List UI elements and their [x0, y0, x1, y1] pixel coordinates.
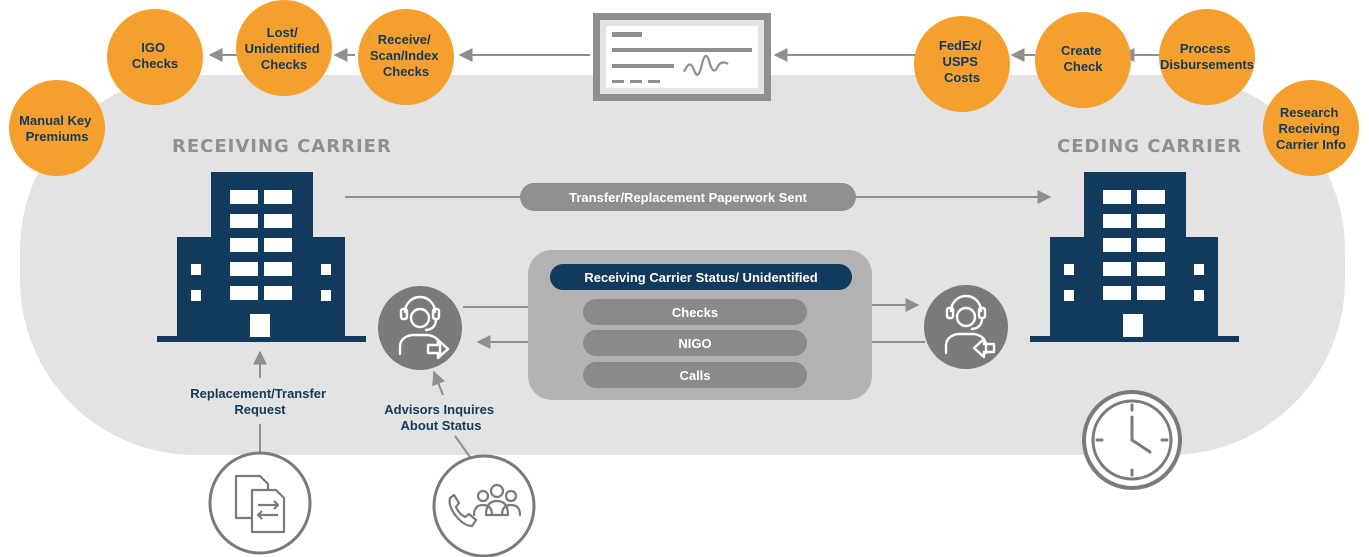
- step-manual-key-premiums: Manual Key Premiums: [9, 80, 105, 176]
- step-receive-scan-index-checks: Receive/ Scan/Index Checks: [358, 9, 454, 105]
- step-label-line: Create: [1061, 43, 1101, 58]
- step-label-line: Premiums: [26, 129, 89, 144]
- clock-icon: [1082, 390, 1182, 490]
- step-igo-checks: IGO Checks: [107, 9, 203, 105]
- receiving-carrier-title: RECEIVING CARRIER: [172, 136, 392, 157]
- step-label-line: IGO: [141, 40, 165, 55]
- paperwork-sent-arrow: Transfer/Replacement Paperwork Sent: [345, 183, 1052, 211]
- phone-group-icon: [432, 454, 536, 557]
- svg-text:IGO Checks: IGO Checks: [132, 40, 178, 71]
- step-label-line: Scan/Index: [370, 48, 439, 63]
- headset-agent-icon: [378, 286, 462, 370]
- step-label-line: Check: [1063, 59, 1103, 74]
- step-label-line: Disbursements: [1160, 57, 1254, 72]
- step-label-line: Receiving: [1278, 121, 1339, 136]
- step-label-line: Manual Key: [19, 113, 92, 128]
- step-label-line: Checks: [132, 56, 178, 71]
- status-connectors: [463, 298, 925, 349]
- status-item-nigo: NIGO: [678, 336, 711, 351]
- step-label-line: Process: [1180, 41, 1231, 56]
- status-panel-header: Receiving Carrier Status/ Unidentified: [584, 270, 817, 285]
- status-item-checks: Checks: [672, 305, 718, 320]
- headset-agent-icon: [924, 285, 1008, 369]
- receiving-carrier-building-icon: [157, 172, 366, 342]
- ceding-carrier-building-icon: [1030, 172, 1239, 342]
- check-icon: [593, 13, 771, 101]
- step-process-disbursements: Process Disbursements: [1159, 9, 1255, 105]
- step-research-receiving-carrier-info: Research Receiving Carrier Info: [1263, 80, 1359, 176]
- label-line: Request: [234, 402, 286, 417]
- svg-text:Research Receiving: Research Receiving Carrier Info: [1276, 105, 1346, 152]
- step-label-line: Lost/: [267, 25, 298, 40]
- paperwork-sent-label: Transfer/Replacement Paperwork Sent: [569, 190, 807, 205]
- ceding-side-steps: FedEx/ USPS Costs Create Check Process D…: [914, 9, 1359, 176]
- label-line: Replacement/Transfer: [190, 386, 326, 401]
- receiving-side-steps: IGO Checks Lost/ Unidentified Checks Rec…: [9, 0, 454, 176]
- replacement-request-label: Replacement/Transfer Request: [190, 386, 329, 417]
- label-line: About Status: [401, 418, 482, 433]
- step-label-line: Unidentified: [245, 41, 320, 56]
- step-lost-unidentified-checks: Lost/ Unidentified Checks: [236, 0, 332, 96]
- svg-text:Process Disbursements: Process Disbursements: [1160, 41, 1254, 72]
- step-label-line: Checks: [383, 64, 429, 79]
- svg-text:FedEx/ USPS Co: FedEx/ USPS Costs: [939, 38, 985, 85]
- document-transfer-icon: [208, 451, 312, 555]
- step-label-line: Checks: [261, 57, 307, 72]
- step-label-line: FedEx/: [939, 38, 982, 53]
- status-panel: Receiving Carrier Status/ Unidentified C…: [528, 250, 872, 400]
- status-item-calls: Calls: [679, 368, 710, 383]
- label-line: Advisors Inquires: [384, 402, 494, 417]
- ceding-carrier-title: CEDING CARRIER: [1057, 136, 1242, 157]
- advisors-inquire-label: Advisors Inquires About Status: [384, 402, 497, 433]
- step-label-line: Receive/: [378, 32, 431, 47]
- step-label-line: Carrier Info: [1276, 137, 1346, 152]
- step-label-line: Research: [1280, 105, 1339, 120]
- step-label-line: Costs: [944, 70, 980, 85]
- svg-text:Receive/ Scan/Index: Receive/ Scan/Index Checks: [370, 32, 442, 79]
- step-fedex-usps-costs: FedEx/ USPS Costs: [914, 16, 1010, 112]
- svg-text:Lost/ Unidentified: Lost/ Unidentified Checks: [245, 25, 324, 72]
- step-create-check: Create Check: [1035, 12, 1131, 108]
- svg-text:Manual Key Premiums: Manual Key Premiums: [19, 113, 95, 144]
- step-label-line: USPS: [942, 54, 978, 69]
- svg-text:Create Check: Create Check: [1061, 43, 1105, 74]
